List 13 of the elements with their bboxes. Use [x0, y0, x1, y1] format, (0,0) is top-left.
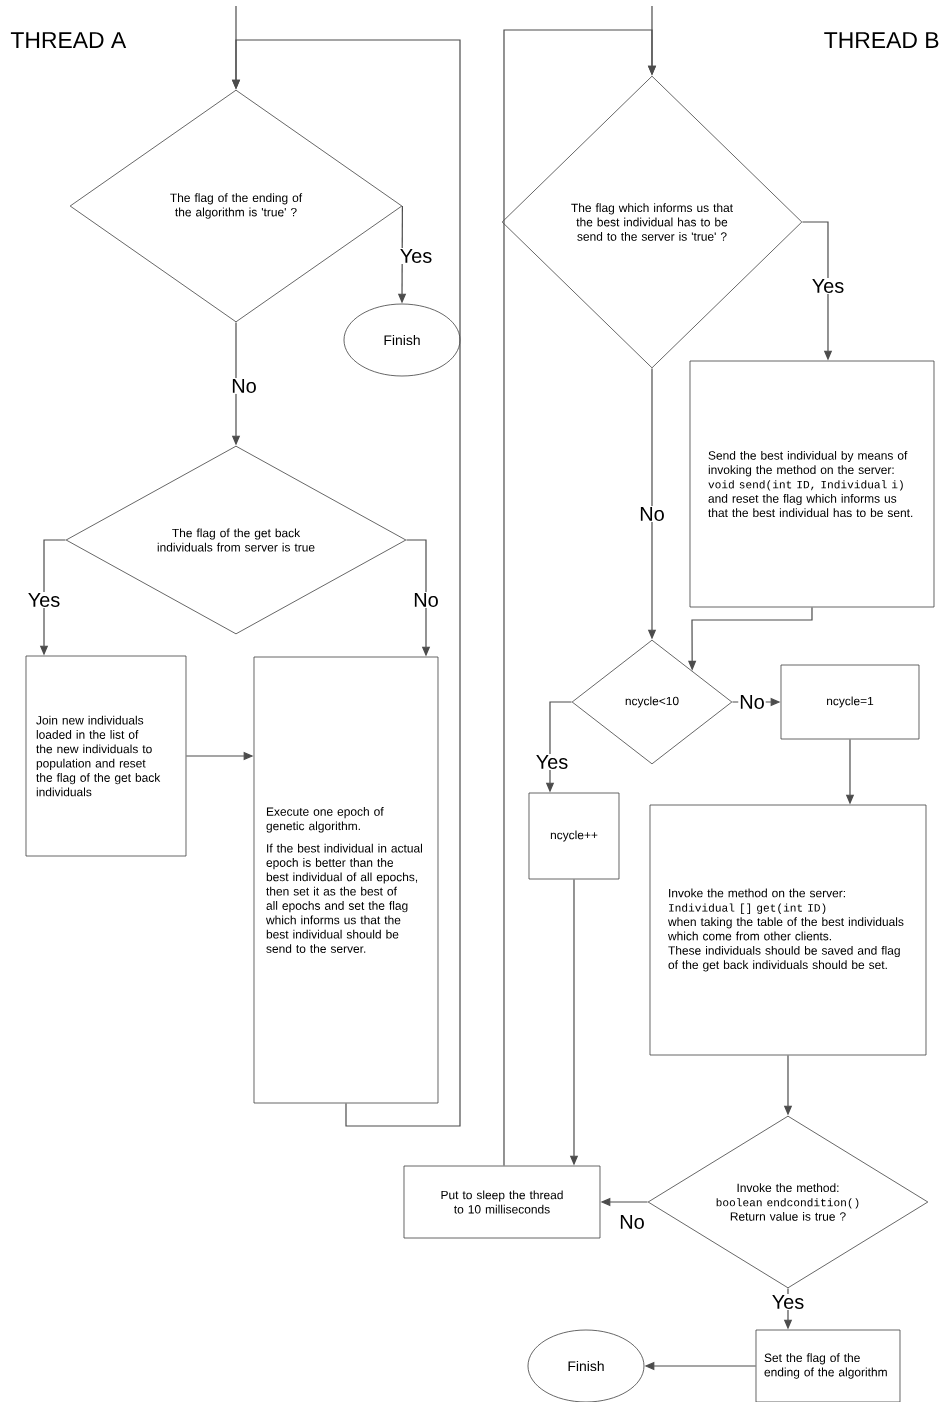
arrow — [503, 29, 657, 1167]
edge-label: Yes — [398, 248, 434, 264]
edge-label: Yes — [26, 592, 62, 608]
edge-label: No — [738, 694, 766, 710]
edge-label: Yes — [534, 754, 570, 770]
edge-label: No — [412, 592, 440, 608]
edge-label: No — [230, 378, 258, 394]
edge-label: No — [618, 1214, 646, 1230]
thread-heading: THREAD B — [824, 32, 939, 48]
edge-label: No — [638, 506, 666, 522]
edge-label: Yes — [770, 1294, 806, 1310]
edge-label: Yes — [810, 278, 846, 294]
thread-heading: THREAD A — [10, 32, 127, 48]
